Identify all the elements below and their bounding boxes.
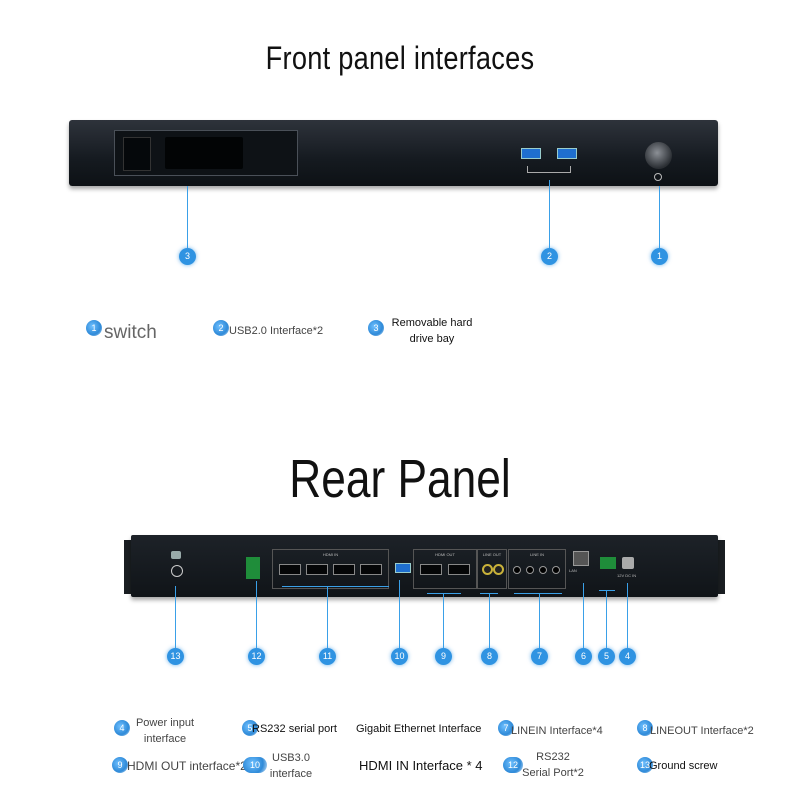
rear-marker-10: 10 xyxy=(391,648,408,665)
rear-marker-4: 4 xyxy=(619,648,636,665)
legend-usb2: USB2.0 Interface*2 xyxy=(229,325,324,337)
legend-bullet: 5 xyxy=(242,720,258,736)
legend-lineout: LINEOUT Interface*2 xyxy=(650,725,754,737)
legend-hdmi-out: HDMI OUT interface*2 xyxy=(127,759,247,773)
hdmi-out-group: HDMI OUT xyxy=(413,549,477,589)
rear-marker-6: 6 xyxy=(575,648,592,665)
legend-bullet: 7 xyxy=(498,720,514,736)
legend-bullet: 9 xyxy=(112,757,128,773)
legend-rs232: RS232 serial port xyxy=(252,723,337,735)
legend-ethernet: Gigabit Ethernet Interface xyxy=(356,723,482,735)
legend-bullet: 4 xyxy=(114,720,130,736)
legend-rs232-serial-port: RS232 Serial Port*2 xyxy=(522,751,584,779)
rear-marker-9: 9 xyxy=(435,648,452,665)
legend-power-input: Power input interface xyxy=(135,717,195,745)
rs232-terminal xyxy=(246,557,260,579)
rear-marker-12: 12 xyxy=(248,648,265,665)
rear-marker-11: 11 xyxy=(319,648,336,665)
rs232-terminal xyxy=(600,557,616,569)
legend-hdmi-in: HDMI IN Interface * 4 xyxy=(359,758,483,773)
legend-bullet: 12 xyxy=(503,757,523,773)
rear-marker-7: 7 xyxy=(531,648,548,665)
ground-screw-icon xyxy=(171,565,183,577)
legend-ground-screw: Ground screw xyxy=(649,760,718,772)
lan-port-icon xyxy=(573,551,589,566)
legend-bullet: 3 xyxy=(368,320,384,336)
line-in-group: LINE IN xyxy=(508,549,566,589)
usb-bracket xyxy=(527,166,571,173)
rear-panel-title: Rear Panel xyxy=(289,449,511,509)
lan-label: LAN xyxy=(569,568,577,573)
hard-drive-handle xyxy=(165,137,243,169)
legend-usb3: USB3.0 interface xyxy=(269,752,313,780)
rear-marker-8: 8 xyxy=(481,648,498,665)
front-marker-3: 3 xyxy=(179,248,196,265)
legend-bullet: 8 xyxy=(637,720,653,736)
rear-marker-13: 13 xyxy=(167,648,184,665)
rack-ear-left xyxy=(124,540,132,594)
rack-ear-right xyxy=(717,540,725,594)
legend-bullet: 10 xyxy=(243,757,267,773)
power-symbol-icon xyxy=(654,173,662,181)
line-out-group: LINE OUT xyxy=(477,549,507,589)
legend-hard-drive-bay: Removable hard drive bay xyxy=(391,317,473,345)
legend-switch: switch xyxy=(104,322,157,343)
power-button-icon xyxy=(645,142,672,169)
usb-port-icon xyxy=(521,148,541,159)
usb3-port-icon xyxy=(395,563,411,573)
power-jack-icon xyxy=(622,557,634,569)
hdmi-in-group: HDMI IN xyxy=(272,549,389,589)
rear-panel-device-image: HDMI IN HDMI OUT LINE OUT LINE IN LAN 12… xyxy=(131,535,718,597)
ground-screw-icon xyxy=(171,551,181,559)
power-label: 12V DC IN xyxy=(617,573,637,578)
front-marker-1: 1 xyxy=(651,248,668,265)
legend-linein: LINEIN Interface*4 xyxy=(511,725,603,737)
legend-bullet: 2 xyxy=(213,320,229,336)
front-panel-device-image xyxy=(69,120,718,186)
front-marker-2: 2 xyxy=(541,248,558,265)
rear-marker-5: 5 xyxy=(598,648,615,665)
front-panel-title: Front panel interfaces xyxy=(265,40,535,76)
legend-bullet: 13 xyxy=(637,757,653,773)
hard-drive-bay xyxy=(114,130,298,176)
usb-port-icon xyxy=(557,148,577,159)
legend-bullet: 1 xyxy=(86,320,102,336)
